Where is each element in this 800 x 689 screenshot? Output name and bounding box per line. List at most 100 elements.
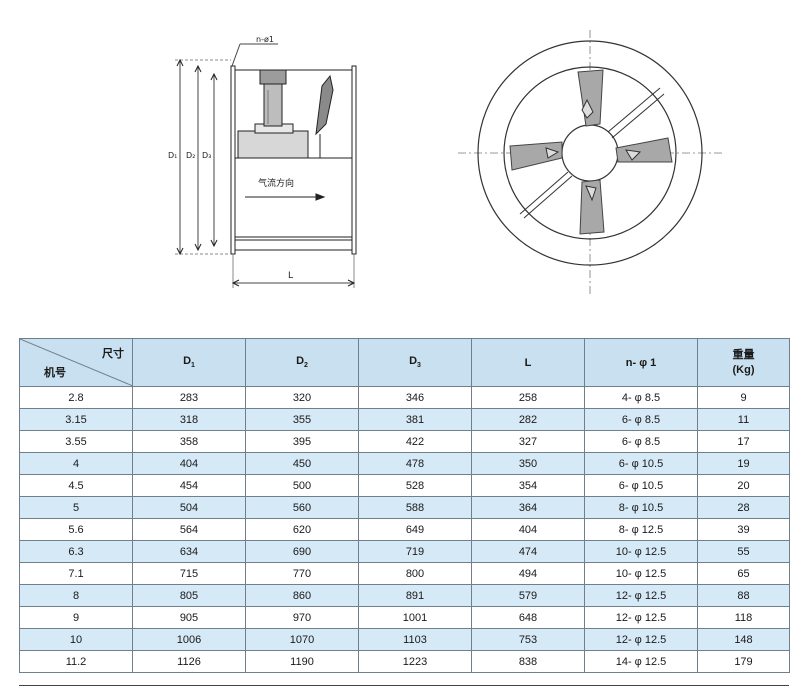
hole-label: n-ø1 xyxy=(256,35,274,44)
table-cell: 8- φ 10.5 xyxy=(584,496,698,519)
table-cell: 500 xyxy=(245,474,359,497)
table-cell: 6- φ 10.5 xyxy=(584,452,698,475)
outer-flange-ring xyxy=(477,40,703,266)
table-cell: 6- φ 10.5 xyxy=(584,474,698,497)
table-cell: 88 xyxy=(697,584,790,607)
table-cell: 14- φ 12.5 xyxy=(584,650,698,673)
table-cell: 395 xyxy=(245,430,359,453)
table-cell: 690 xyxy=(245,540,359,563)
table-cell: 4 xyxy=(19,452,133,475)
table-cell: 6- φ 8.5 xyxy=(584,430,698,453)
table-cell: 17 xyxy=(697,430,790,453)
table-cell: 327 xyxy=(471,430,585,453)
table-cell: 450 xyxy=(245,452,359,475)
table-cell: 10 xyxy=(19,628,133,651)
flow-direction-label: 气流方向 xyxy=(258,177,294,189)
table-cell: 1070 xyxy=(245,628,359,651)
table-cell: 2.8 xyxy=(19,386,133,409)
table-cell: 283 xyxy=(132,386,246,409)
table-cell: 649 xyxy=(358,518,472,541)
table-cell: 358 xyxy=(132,430,246,453)
table-cell: 5.6 xyxy=(19,518,133,541)
header-length: L xyxy=(471,338,585,387)
table-cell: 28 xyxy=(697,496,790,519)
table-cell: 800 xyxy=(358,562,472,585)
corner-diagonal xyxy=(20,339,133,386)
table-cell: 6.3 xyxy=(19,540,133,563)
table-cell: 12- φ 12.5 xyxy=(584,628,698,651)
table-cell: 11.2 xyxy=(19,650,133,673)
table-cell: 1190 xyxy=(245,650,359,673)
header-d3: D3 xyxy=(358,338,472,387)
table-cell: 364 xyxy=(471,496,585,519)
table-cell: 422 xyxy=(358,430,472,453)
table-cell: 381 xyxy=(358,408,472,431)
dim-d1-label: D₁ xyxy=(168,151,177,160)
bottom-rule xyxy=(19,685,789,686)
hub xyxy=(561,124,619,182)
table-cell: 860 xyxy=(245,584,359,607)
table-cell: 350 xyxy=(471,452,585,475)
table-cell: 8 xyxy=(19,584,133,607)
side-view xyxy=(175,43,357,288)
table-cell: 891 xyxy=(358,584,472,607)
motor-body xyxy=(237,130,309,159)
table-cell: 11 xyxy=(697,408,790,431)
table-cell: 4.5 xyxy=(19,474,133,497)
table-cell: 770 xyxy=(245,562,359,585)
dim-d3-label: D₃ xyxy=(202,151,211,160)
header-d2: D2 xyxy=(245,338,359,387)
table-header-row: 尺寸 机号 D1 D2 D3 L n- φ 1 重量 (Kg) xyxy=(19,338,790,387)
table-cell: 634 xyxy=(132,540,246,563)
table-cell: 3.55 xyxy=(19,430,133,453)
blade-right xyxy=(615,137,673,163)
table-cell: 504 xyxy=(132,496,246,519)
table-cell: 1006 xyxy=(132,628,246,651)
header-d1: D1 xyxy=(132,338,246,387)
table-cell: 65 xyxy=(697,562,790,585)
table-cell: 9 xyxy=(697,386,790,409)
table-cell: 9 xyxy=(19,606,133,629)
table-cell: 10- φ 12.5 xyxy=(584,540,698,563)
dim-d2-label: D₂ xyxy=(186,151,195,160)
table-cell: 805 xyxy=(132,584,246,607)
blade-side xyxy=(315,74,334,136)
table-cell: 55 xyxy=(697,540,790,563)
table-cell: 4- φ 8.5 xyxy=(584,386,698,409)
table-cell: 318 xyxy=(132,408,246,431)
fan-drawing: n-ø1 气流方向 D₁ D₂ D₃ L xyxy=(168,30,722,296)
table-cell: 19 xyxy=(697,452,790,475)
table-cell: 588 xyxy=(358,496,472,519)
table-cell: 1126 xyxy=(132,650,246,673)
header-holes: n- φ 1 xyxy=(584,338,698,387)
table-cell: 10- φ 12.5 xyxy=(584,562,698,585)
table-cell: 1223 xyxy=(358,650,472,673)
table-cell: 3.15 xyxy=(19,408,133,431)
table-cell: 404 xyxy=(471,518,585,541)
front-view xyxy=(458,30,722,296)
table-cell: 354 xyxy=(471,474,585,497)
right-flange xyxy=(351,65,357,255)
table-cell: 838 xyxy=(471,650,585,673)
corner-header: 尺寸 机号 xyxy=(19,338,133,387)
table-cell: 715 xyxy=(132,562,246,585)
table-cell: 648 xyxy=(471,606,585,629)
table-cell: 346 xyxy=(358,386,472,409)
table-cell: 474 xyxy=(471,540,585,563)
table-cell: 753 xyxy=(471,628,585,651)
table-cell: 6- φ 8.5 xyxy=(584,408,698,431)
table-cell: 320 xyxy=(245,386,359,409)
corner-size-label: 尺寸 xyxy=(102,348,124,360)
table-cell: 719 xyxy=(358,540,472,563)
table-cell: 494 xyxy=(471,562,585,585)
table-cell: 1001 xyxy=(358,606,472,629)
blade-left xyxy=(509,141,563,171)
table-cell: 970 xyxy=(245,606,359,629)
